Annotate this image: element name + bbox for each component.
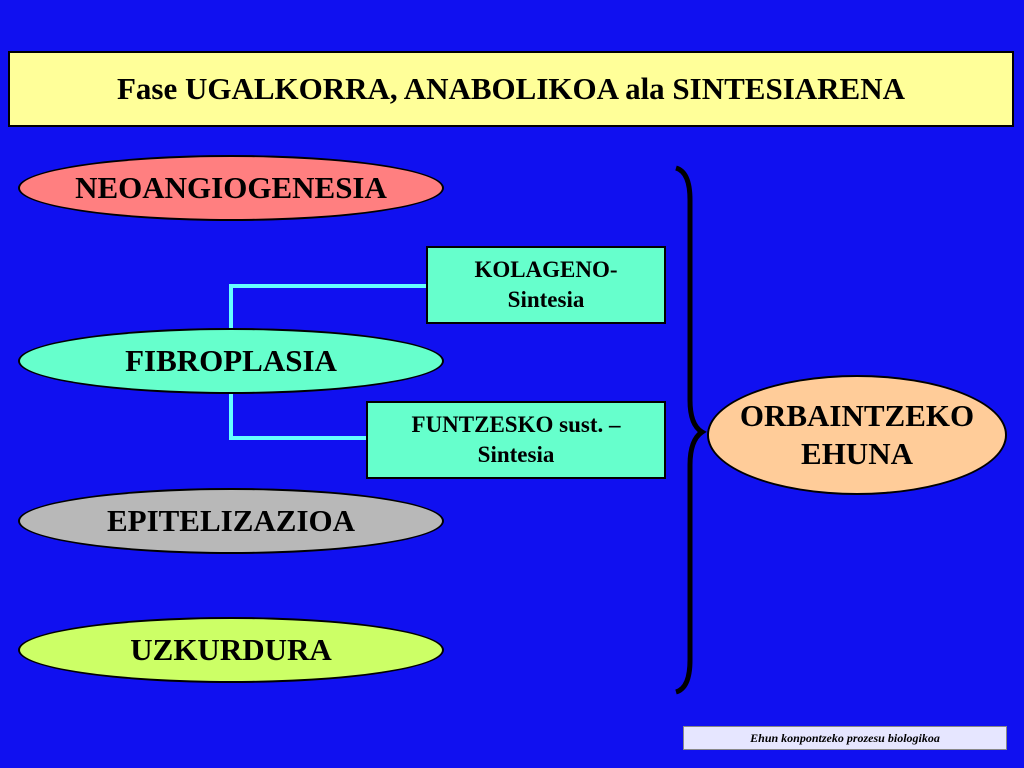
epitelizazioa-label: EPITELIZAZIOA bbox=[106, 503, 356, 538]
connector-funtzesko bbox=[229, 392, 368, 440]
footer-box: Ehun konpontzeko prozesu biologikoa bbox=[683, 726, 1007, 750]
title-box: Fase UGALKORRA, ANABOLIKOA ala SINTESIAR… bbox=[8, 51, 1014, 127]
footer-text: Ehun konpontzeko prozesu biologikoa bbox=[750, 730, 940, 745]
funtzesko-sintesia-box: FUNTZESKO sust. – Sintesia bbox=[366, 401, 666, 479]
fibroplasia-node: FIBROPLASIA bbox=[18, 328, 444, 394]
kolageno-label-line1: KOLAGENO- bbox=[474, 257, 618, 282]
connector-kolageno bbox=[229, 284, 428, 330]
neoangiogenesia-node: NEOANGIOGENESIA bbox=[18, 155, 444, 221]
epitelizazioa-node: EPITELIZAZIOA bbox=[18, 488, 444, 554]
uzkurdura-label: UZKURDURA bbox=[130, 632, 332, 667]
orbaintzeko-ehuna-node: ORBAINTZEKO EHUNA bbox=[707, 375, 1007, 495]
funtzesko-label-line1: FUNTZESKO sust. – bbox=[411, 412, 621, 437]
orbaintzeko-label-line1: ORBAINTZEKO bbox=[739, 398, 975, 433]
fibroplasia-label: FIBROPLASIA bbox=[125, 343, 337, 378]
orbaintzeko-label-line2: EHUNA bbox=[801, 436, 913, 471]
kolageno-sintesia-box: KOLAGENO- Sintesia bbox=[426, 246, 666, 324]
kolageno-label-line2: Sintesia bbox=[507, 287, 585, 312]
funtzesko-label-line2: Sintesia bbox=[477, 442, 555, 467]
page-title: Fase UGALKORRA, ANABOLIKOA ala SINTESIAR… bbox=[116, 71, 906, 106]
neoangiogenesia-label: NEOANGIOGENESIA bbox=[75, 170, 387, 205]
curly-brace bbox=[675, 165, 707, 695]
uzkurdura-node: UZKURDURA bbox=[18, 617, 444, 683]
